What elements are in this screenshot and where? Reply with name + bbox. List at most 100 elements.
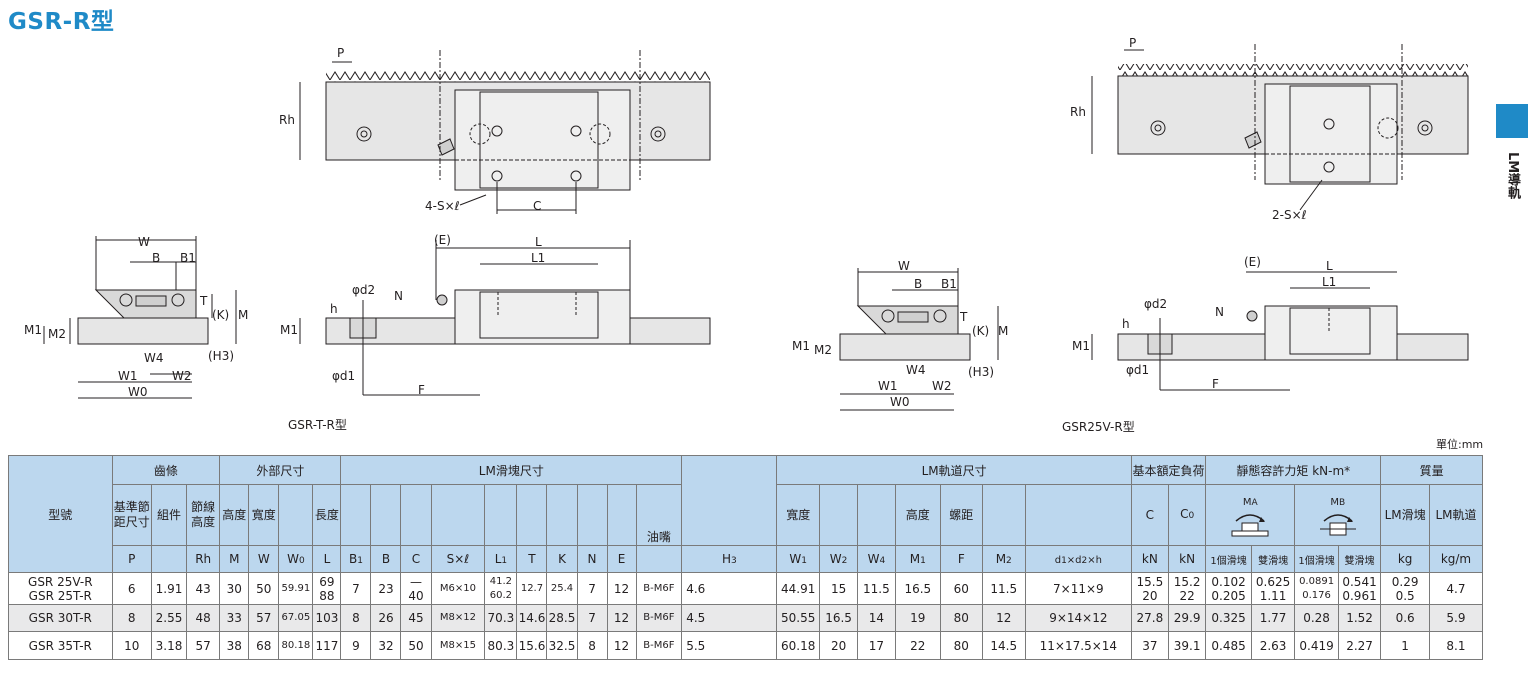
th-spacing: 螺距 (940, 484, 983, 546)
cell: 32.5 (546, 631, 578, 660)
cell-b: 0.176 (1302, 589, 1331, 601)
cell-a: 41.2 (489, 575, 513, 587)
dim-l-v: L (1326, 259, 1333, 273)
dim-h3-v: (H3) (968, 365, 994, 379)
th-sym-b1: B1 (340, 545, 372, 573)
cell: B-M6F (635, 604, 683, 632)
dim-t: T (199, 294, 208, 308)
th-mass-rail: LM軌道 (1428, 484, 1484, 546)
cell-b: 40 (408, 588, 424, 603)
cell: 2.27 (1337, 631, 1382, 660)
dim-w2-v: W2 (932, 379, 952, 393)
dim-h-v: h (1122, 317, 1130, 331)
cell: 70.3 (484, 604, 518, 632)
th-sym-n: N (576, 545, 608, 573)
th-blank (981, 484, 1026, 546)
cell: 4.6 (681, 572, 778, 605)
cell: 80 (940, 631, 983, 660)
dim-p: P (337, 46, 344, 60)
th-blank (516, 484, 548, 546)
cell: 60 (940, 572, 983, 605)
front-t-r (299, 240, 711, 396)
cell-a: — (410, 574, 422, 589)
th-sym-b: B (370, 545, 402, 573)
th-blank (857, 484, 896, 546)
th-sym-h3: H3 (681, 545, 778, 573)
cell: 19 (894, 604, 942, 632)
dim-w4-v: W4 (906, 363, 926, 377)
cell-b: 0.5 (1395, 588, 1415, 603)
th-sym-w0: W0 (278, 545, 314, 573)
dim-n-v: N (1215, 305, 1224, 319)
cell: M8×15 (430, 631, 486, 660)
th-sym-p: P (111, 545, 152, 573)
cell-model-a: GSR 25V-R (28, 574, 93, 589)
th-sym-kgm: kg/m (1428, 545, 1484, 573)
cell: 0.325 (1205, 604, 1252, 632)
th-sym-kn: kN (1130, 545, 1169, 573)
unit-note: 單位:mm (1436, 438, 1484, 451)
th-model: 型號 (8, 455, 113, 573)
cell-b: 22 (1179, 588, 1195, 603)
cell: 68 (248, 631, 280, 660)
cell: 14.5 (981, 631, 1026, 660)
cell: 1.91 (150, 572, 188, 605)
cell: M8×12 (430, 604, 486, 632)
cell: 39.1 (1167, 631, 1207, 660)
dim-b1-v: B1 (941, 277, 957, 291)
cell: 2.63 (1250, 631, 1296, 660)
dim-d1-v: φd1 (1126, 363, 1149, 377)
cell: 57 (248, 604, 280, 632)
th-height: 高度 (219, 484, 250, 546)
th-sym-rh: Rh (186, 545, 221, 573)
cell: —40 (400, 572, 432, 605)
cell: 44.91 (776, 572, 820, 605)
front-v-r (1091, 271, 1469, 391)
table-row: GSR 30T-R 8 2.55 48 33 57 67.05 103 8 26… (8, 604, 1484, 632)
dim-w1-v: W1 (878, 379, 898, 393)
dim-w1: W1 (118, 369, 138, 383)
cell: 14 (857, 604, 896, 632)
th-sym-w1: W1 (776, 545, 820, 573)
th-load: 基本額定負荷 (1130, 455, 1207, 485)
dim-m-v: M (998, 324, 1008, 338)
cell-a: 15.2 (1173, 574, 1201, 589)
cell: 57 (186, 631, 221, 660)
cell-a: 0.29 (1391, 574, 1419, 589)
cell: 14.6 (516, 604, 548, 632)
cell: 1.52 (1337, 604, 1382, 632)
moment-b-icon (1319, 513, 1356, 535)
th-mass-block: LM滑塊 (1380, 484, 1430, 546)
cell: 7×11×9 (1024, 572, 1132, 605)
cell-model-b: GSR 25T-R (28, 588, 92, 603)
dim-w-v: W (898, 259, 910, 273)
cell: 15 (818, 572, 859, 605)
cell: 5.5 (681, 631, 778, 660)
dim-l1: L1 (531, 251, 545, 265)
dim-c: C (533, 199, 541, 213)
th-sym-c: C (400, 545, 432, 573)
cell: 80.18 (278, 631, 314, 660)
dim-holes: 4-S×ℓ (425, 199, 460, 213)
cell: 23 (370, 572, 402, 605)
dim-f: F (418, 383, 425, 397)
section-v-r (839, 268, 999, 411)
dim-d2-v: φd2 (1144, 297, 1167, 311)
cell: 8 (576, 631, 608, 660)
cell: 103 (312, 604, 342, 632)
th-w0-blank (278, 484, 314, 546)
cell: 8 (340, 604, 372, 632)
th-ma-double: 雙滑塊 (1250, 545, 1296, 573)
cell: 1 (1380, 631, 1430, 660)
cell-a: 15.5 (1136, 574, 1164, 589)
cell-a: 0.102 (1211, 574, 1246, 589)
th-block: LM滑塊尺寸 (340, 455, 683, 485)
technical-drawings: P Rh 4-S×ℓ C P Rh 2-S×ℓ W B B1 T (K) M M… (24, 36, 1469, 411)
dim-e-v: (E) (1244, 255, 1261, 269)
cell: 16.5 (818, 604, 859, 632)
cell: 26 (370, 604, 402, 632)
cell: 12 (606, 631, 637, 660)
th-sym-m: M (219, 545, 250, 573)
